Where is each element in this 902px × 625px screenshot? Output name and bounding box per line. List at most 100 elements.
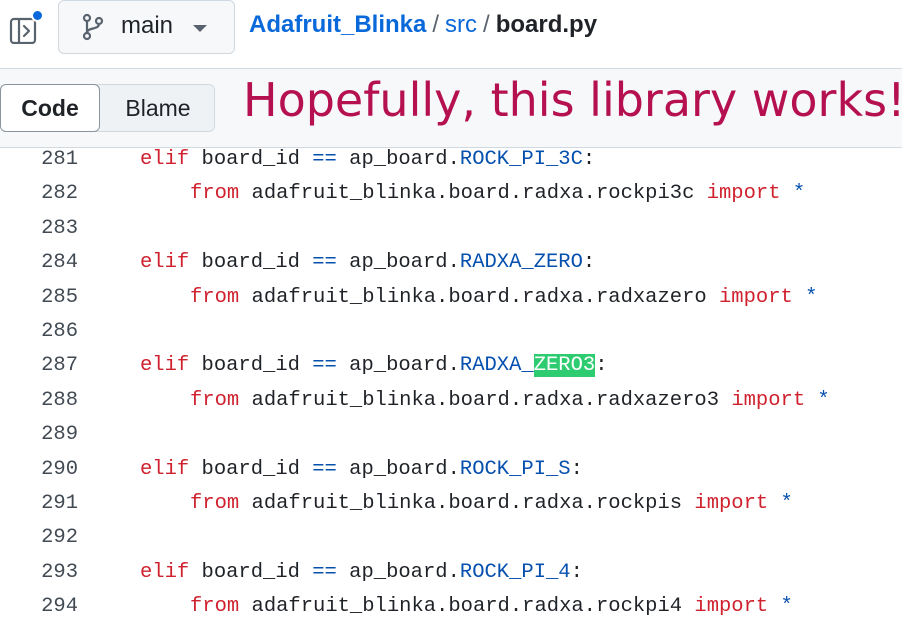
- operator: ==: [312, 251, 337, 275]
- identifier: ap_board.: [336, 148, 460, 171]
- code-content: elif board_id == ap_board.ROCK_PI_4:: [140, 556, 583, 590]
- code-line: 285 from adafruit_blinka.board.radxa.radx…: [0, 281, 902, 315]
- keyword: elif: [140, 354, 190, 378]
- keyword: elif: [140, 457, 190, 481]
- line-number[interactable]: 285: [41, 285, 78, 309]
- keyword: import: [719, 285, 793, 309]
- operator: ==: [312, 560, 337, 584]
- code-line: 281 elif board_id == ap_board.ROCK_PI_3C:: [0, 143, 902, 177]
- breadcrumb-separator: /: [432, 11, 440, 38]
- keyword: from: [190, 388, 240, 412]
- keyword: elif: [140, 148, 190, 171]
- code-content: from adafruit_blinka.board.radxa.radxaze…: [190, 384, 830, 418]
- module-path: adafruit_blinka.board.radxa.radxazero3: [239, 388, 732, 412]
- keyword: import: [731, 388, 806, 412]
- chevron-down-icon: [193, 25, 207, 32]
- code-content: elif board_id == ap_board.RADXA_ZERO:: [140, 246, 595, 280]
- line-number[interactable]: 293: [41, 560, 78, 584]
- keyword: import: [706, 182, 781, 206]
- line-number[interactable]: 287: [41, 354, 78, 378]
- code-content: from adafruit_blinka.board.radxa.rockpis…: [190, 487, 793, 521]
- operator: ==: [312, 457, 337, 481]
- git-branch-icon: [82, 13, 104, 41]
- code-line: 293 elif board_id == ap_board.ROCK_PI_4:: [0, 556, 902, 590]
- identifier: board_id: [189, 457, 313, 481]
- line-number[interactable]: 281: [41, 148, 78, 171]
- line-number[interactable]: 290: [41, 457, 78, 481]
- code-content: elif board_id == ap_board.ROCK_PI_S:: [140, 453, 583, 487]
- line-number[interactable]: 283: [41, 216, 78, 240]
- code-line: 287 elif board_id == ap_board.RADXA_ZERO3…: [0, 349, 902, 383]
- tab-blame[interactable]: Blame: [125, 94, 191, 121]
- wildcard: *: [792, 285, 818, 309]
- keyword: from: [190, 595, 240, 619]
- wildcard: *: [768, 492, 793, 515]
- keyword: import: [694, 595, 769, 619]
- identifier: ap_board.: [336, 560, 460, 584]
- wildcard: *: [805, 388, 830, 412]
- code-line: 292: [0, 521, 902, 555]
- code-line: 282 from adafruit_blinka.board.radxa.rock…: [0, 177, 902, 211]
- punctuation: :: [570, 560, 583, 584]
- code-line: 283: [0, 212, 902, 246]
- wildcard: *: [780, 182, 806, 206]
- file-toolbar: Code Blame Hopefully, this library works…: [0, 68, 902, 148]
- operator: ==: [312, 354, 337, 378]
- branch-selector-button[interactable]: main: [58, 0, 235, 54]
- notification-dot: [31, 9, 44, 22]
- punctuation: :: [582, 148, 596, 171]
- operator: ==: [312, 148, 337, 171]
- attribute: ROCK_PI_3C: [459, 148, 583, 171]
- keyword: import: [694, 492, 769, 515]
- annotation-text: Hopefully, this library works!: [243, 73, 902, 127]
- attribute: RADXA_: [459, 354, 534, 378]
- module-path: adafruit_blinka.board.radxa.radxazero: [239, 285, 719, 309]
- sidebar-expand-icon: [9, 17, 37, 45]
- code-content: from adafruit_blinka.board.radxa.rockpi3…: [190, 177, 805, 211]
- identifier: ap_board.: [336, 251, 460, 275]
- line-number[interactable]: 284: [41, 251, 78, 275]
- search-highlight: ZERO3: [533, 354, 596, 378]
- identifier: board_id: [189, 148, 313, 171]
- wildcard: *: [768, 595, 793, 619]
- line-number[interactable]: 292: [41, 526, 78, 550]
- code-content: from adafruit_blinka.board.radxa.radxaze…: [190, 281, 817, 315]
- module-path: adafruit_blinka.board.radxa.rockpi3c: [239, 182, 707, 206]
- code-content: from adafruit_blinka.board.radxa.rockpi4…: [190, 590, 793, 624]
- identifier: ap_board.: [336, 354, 460, 378]
- code-line: 294 from adafruit_blinka.board.radxa.rock…: [0, 590, 902, 624]
- code-line: 284 elif board_id == ap_board.RADXA_ZERO:: [0, 246, 902, 280]
- code-line: 291 from adafruit_blinka.board.radxa.rock…: [0, 487, 902, 521]
- code-line: 290 elif board_id == ap_board.ROCK_PI_S:: [0, 453, 902, 487]
- attribute: ROCK_PI_4: [459, 560, 571, 584]
- punctuation: :: [582, 251, 596, 275]
- breadcrumb-separator: /: [483, 11, 490, 38]
- line-number[interactable]: 288: [41, 388, 78, 412]
- punctuation: :: [595, 354, 608, 378]
- keyword: elif: [140, 251, 190, 275]
- code-content: elif board_id == ap_board.RADXA_ZERO3:: [140, 349, 608, 383]
- identifier: board_id: [189, 560, 313, 584]
- keyword: from: [190, 182, 240, 206]
- breadcrumb-dir-link[interactable]: src: [445, 11, 478, 38]
- tab-code[interactable]: Code: [0, 84, 100, 132]
- code-line: 288 from adafruit_blinka.board.radxa.radx…: [0, 384, 902, 418]
- code-line: 286: [0, 315, 902, 349]
- line-number[interactable]: 282: [41, 182, 78, 206]
- line-number[interactable]: 289: [41, 423, 78, 447]
- breadcrumb-file-name: board.py: [495, 11, 598, 38]
- attribute: RADXA_ZERO: [459, 251, 583, 275]
- attribute: ROCK_PI_S: [459, 457, 571, 481]
- line-number[interactable]: 291: [41, 492, 78, 515]
- code-content: elif board_id == ap_board.ROCK_PI_3C:: [140, 143, 595, 177]
- identifier: board_id: [189, 251, 313, 275]
- view-mode-toggle: Code Blame: [0, 84, 215, 132]
- module-path: adafruit_blinka.board.radxa.rockpis: [239, 492, 695, 515]
- branch-name: main: [121, 12, 174, 39]
- line-number[interactable]: 286: [41, 320, 78, 343]
- sidebar-toggle-button[interactable]: [8, 8, 44, 45]
- breadcrumb-repo-link[interactable]: Adafruit_Blinka: [249, 11, 427, 38]
- code-line: 289: [0, 418, 902, 452]
- line-number[interactable]: 294: [41, 595, 78, 619]
